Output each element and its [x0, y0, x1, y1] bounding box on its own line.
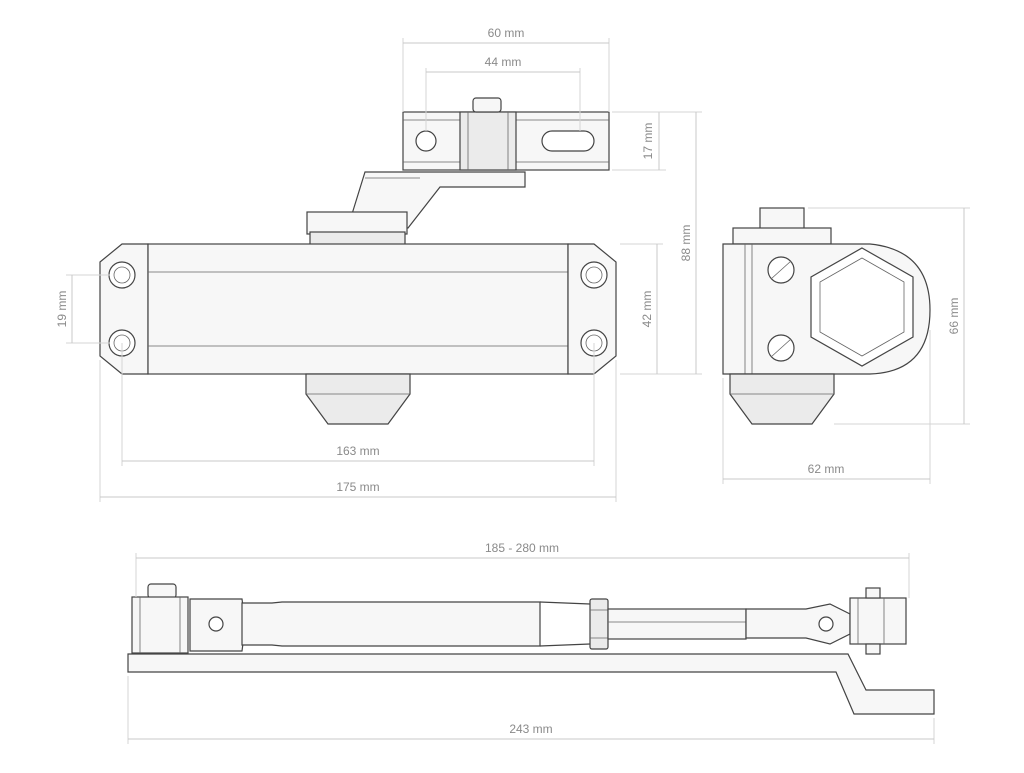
- dim-hole-spacing-horizontal: 163 mm: [336, 444, 379, 458]
- top-bracket: [402, 97, 610, 171]
- arm-pivot-block: [131, 596, 189, 654]
- hex-spindle: [810, 247, 914, 367]
- dim-body-length: 175 mm: [336, 480, 379, 494]
- bracket-cap: [472, 97, 502, 113]
- dim-side-width: 62 mm: [808, 462, 845, 476]
- dim-body-height: 42 mm: [640, 291, 654, 328]
- dimension-lines: 60 mm 44 mm 17 mm 88 mm 42 mm 19 mm 163 …: [55, 26, 970, 744]
- bracket-hole: [415, 130, 437, 152]
- dim-arm-span: 185 - 280 mm: [485, 541, 559, 555]
- dim-bracket-hole-spacing: 44 mm: [485, 55, 522, 69]
- arm-view: [127, 583, 935, 715]
- dim-total-height: 88 mm: [679, 225, 693, 262]
- dim-side-height: 66 mm: [947, 298, 961, 335]
- side-cap: [759, 207, 805, 231]
- adjust-nut: [589, 598, 609, 650]
- dim-arm-length: 243 mm: [509, 722, 552, 736]
- side-flange: [732, 227, 832, 245]
- end-cap-top: [865, 587, 881, 599]
- clevis-pin: [208, 616, 224, 632]
- valve-nut: [305, 373, 411, 425]
- arm-end-link: [745, 603, 851, 645]
- arm-cap: [147, 583, 177, 599]
- end-bracket: [849, 597, 907, 645]
- dim-bracket-height: 17 mm: [641, 123, 655, 160]
- closer-body: [99, 243, 617, 425]
- arm-tube: [241, 601, 541, 647]
- mount-hole: [580, 261, 608, 289]
- dim-hole-spacing-vertical: 19 mm: [55, 291, 69, 328]
- end-pin: [818, 616, 834, 632]
- arm-base: [306, 211, 408, 235]
- front-view: [99, 97, 617, 425]
- threaded-rod: [607, 608, 747, 640]
- dim-bracket-width: 60 mm: [488, 26, 525, 40]
- side-view: [722, 207, 931, 425]
- front-arm: [306, 171, 526, 247]
- body-housing: [147, 243, 569, 375]
- bracket-slot: [541, 130, 595, 152]
- end-cap-bottom: [865, 643, 881, 655]
- side-valve-nut: [729, 373, 835, 425]
- arm-plate: [127, 653, 935, 715]
- mount-hole: [108, 261, 136, 289]
